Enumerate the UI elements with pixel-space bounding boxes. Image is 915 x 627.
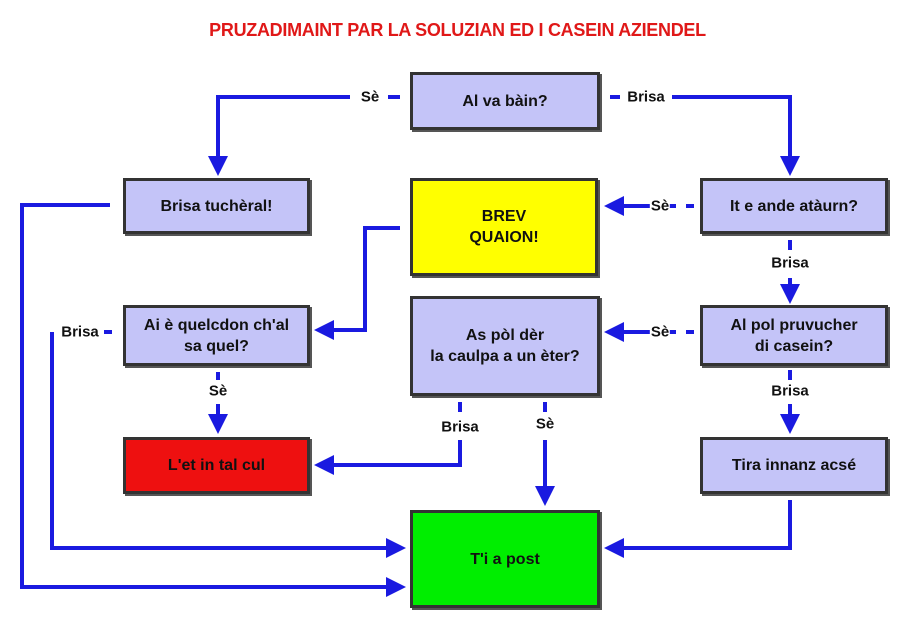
label-yes: Sè (207, 382, 229, 400)
node-touched: It e ande atàurn? (700, 178, 888, 234)
node-idiot: BREV QUAION! (410, 178, 598, 276)
diagram-title: PRUZADIMAINT PAR LA SOLUZIAN ED I CASEIN… (209, 20, 706, 40)
arrow-blame-no (314, 440, 462, 475)
node-can-cause: Al pol pruvucher di casein? (700, 305, 888, 366)
arrow-idiot-to-knows (314, 226, 400, 340)
label-yes: Sè (359, 88, 381, 106)
arrow-carryon-ok (604, 500, 792, 558)
label-yes: Sè (649, 323, 671, 341)
node-carry-on: Tira innanz acsé (700, 437, 888, 494)
node-dont-touch: Brisa tuchèral! (123, 178, 310, 234)
label-no: Brisa (770, 382, 810, 400)
node-start: Al va bàin? (410, 72, 600, 130)
arrow-knows-no (50, 332, 406, 558)
node-anyone-knows: Ai è quelcdon ch'al sa quel? (123, 305, 310, 366)
arrow-start-yes (208, 95, 350, 176)
node-in-trouble: L'et in tal cul (123, 437, 310, 494)
label-no: Brisa (60, 323, 100, 341)
label-no: Brisa (626, 88, 666, 106)
label-no: Brisa (440, 418, 480, 436)
label-yes: Sè (534, 415, 556, 433)
node-ok: T'i a post (410, 510, 600, 608)
arrow-start-no (672, 95, 800, 176)
node-blame: As pòl dèr la caulpa a un èter? (410, 296, 600, 396)
arrow-donttouch-ok (20, 203, 406, 597)
label-no: Brisa (770, 254, 810, 272)
label-yes: Sè (649, 197, 671, 215)
